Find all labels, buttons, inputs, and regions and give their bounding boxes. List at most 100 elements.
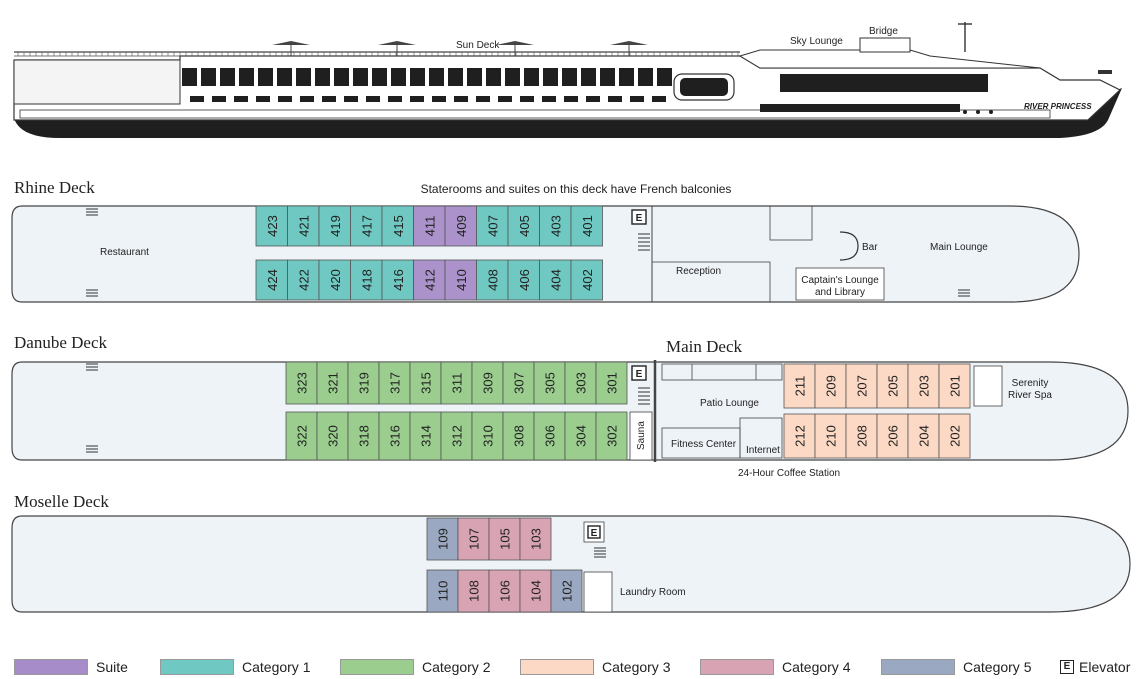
cabin-306: 306 [533, 411, 566, 461]
cabin-number: 210 [824, 425, 839, 447]
legend-item-elevator: E Elevator [1060, 659, 1130, 675]
cabin-number: 211 [793, 376, 808, 397]
cabin-number: 407 [485, 215, 500, 237]
sauna-room [629, 411, 653, 461]
cabin-321: 321 [316, 361, 349, 405]
moselle-stairs-icon [594, 547, 606, 558]
cabin-number: 409 [454, 215, 469, 237]
cabin-number: 314 [419, 425, 434, 447]
cabin-number: 404 [548, 269, 563, 291]
cabin-block [876, 363, 909, 409]
legend-item-category-2: Category 2 [340, 659, 490, 675]
cabin-block [413, 205, 446, 247]
cabin-block [564, 361, 597, 405]
internet-label: Internet [746, 445, 780, 456]
cabin-305: 305 [533, 361, 566, 405]
cabin-block [444, 205, 477, 247]
cabin-block [595, 361, 628, 405]
spa-room [973, 365, 1003, 407]
cabin-number: 419 [328, 215, 343, 237]
cabin-number: 307 [512, 372, 527, 394]
legend-label: Category 5 [963, 659, 1032, 675]
rhine-stair-markers [86, 208, 970, 297]
cabin-block [287, 205, 320, 247]
legend-item-suite: Suite [14, 659, 128, 675]
sky-lounge-windows [780, 74, 988, 92]
cabin-308: 308 [502, 411, 535, 461]
cabin-block [845, 413, 878, 459]
cabin-318: 318 [347, 411, 380, 461]
cabin-number: 106 [498, 580, 513, 602]
cabin-108: 108 [457, 569, 490, 613]
cabin-202: 202 [938, 413, 971, 459]
rhine-deck-title: Rhine Deck [14, 178, 95, 197]
legend-swatch [520, 659, 594, 675]
coffee-station-label: 24-Hour Coffee Station [738, 468, 840, 479]
elevator-icon: E [1060, 660, 1074, 674]
cabin-block [502, 361, 535, 405]
captains-lounge-label: Captain's Lounge [801, 275, 879, 286]
cabin-number: 207 [855, 375, 870, 397]
danube-stair-markers [86, 363, 98, 453]
cabin-block [564, 411, 597, 461]
cabin-number: 316 [388, 425, 403, 447]
cabin-number: 403 [548, 215, 563, 237]
restaurant-label: Restaurant [100, 247, 149, 258]
legend-label: Category 4 [782, 659, 851, 675]
cabin-block [938, 413, 971, 459]
lower-portholes [190, 96, 666, 102]
danube-deck-title: Danube Deck [14, 333, 107, 352]
cabin-block [507, 205, 540, 247]
cabin-310: 310 [471, 411, 504, 461]
cabin-315: 315 [409, 361, 442, 405]
bar-label: Bar [862, 242, 878, 253]
rhine-deck: Rhine Deck Staterooms and suites on this… [11, 178, 1080, 303]
cabin-number: 108 [467, 580, 482, 602]
cabin-311: 311 [440, 361, 473, 405]
cabin-block [316, 411, 349, 461]
cabin-block [814, 413, 847, 459]
cabin-number: 305 [543, 372, 558, 394]
cabin-number: 102 [560, 580, 575, 602]
cabin-104: 104 [519, 569, 552, 613]
ship-profile: Sun Deck Sky Lounge Bridge RIVER PRINCES… [13, 22, 1122, 138]
cabin-number: 417 [359, 215, 374, 237]
cabin-block [409, 361, 442, 405]
cabin-block [255, 205, 288, 247]
laundry-room-label: Laundry Room [620, 587, 686, 598]
cabin-314: 314 [409, 411, 442, 461]
cabin-401: 401 [570, 205, 603, 247]
cabin-block [350, 205, 383, 247]
cabin-block [519, 517, 552, 561]
cabin-number: 322 [295, 425, 310, 447]
danube-stairs-icon [638, 387, 650, 405]
upper-windows [182, 68, 672, 86]
cabin-408: 408 [476, 259, 509, 301]
danube-elevator-icon [631, 365, 647, 381]
cabin-211: 211 [783, 363, 816, 409]
cabin-block [570, 205, 603, 247]
reception-label: Reception [676, 266, 721, 277]
cabin-207: 207 [845, 363, 878, 409]
cabin-number: 301 [605, 372, 620, 394]
cabin-number: 321 [326, 372, 341, 394]
cabin-block [318, 259, 351, 301]
main-deck-title: Main Deck [666, 337, 743, 356]
cabin-number: 107 [467, 528, 482, 550]
cabin-block [378, 411, 411, 461]
cabin-203: 203 [907, 363, 940, 409]
moselle-deck-title: Moselle Deck [14, 492, 109, 511]
cabin-number: 206 [886, 425, 901, 447]
cabin-number: 308 [512, 425, 527, 447]
cabin-number: 103 [529, 528, 544, 550]
bar-counter-icon [839, 231, 859, 261]
cabin-208: 208 [845, 413, 878, 459]
svg-text:E: E [636, 369, 643, 380]
cabin-406: 406 [507, 259, 540, 301]
cabin-block [444, 259, 477, 301]
cabin-block [550, 569, 583, 613]
